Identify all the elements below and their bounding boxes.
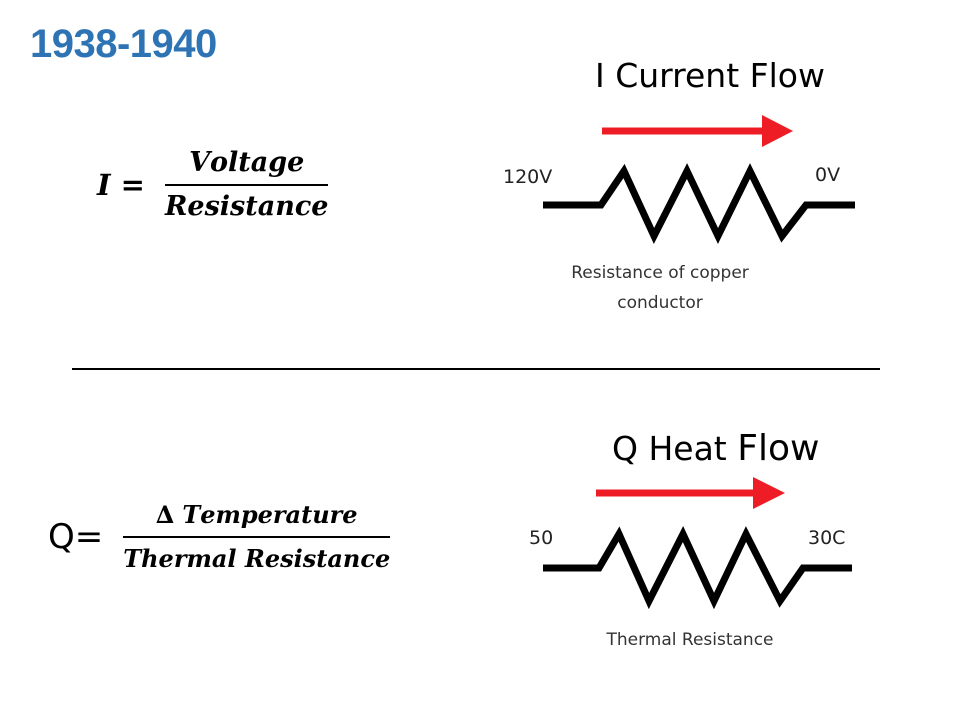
voltage-right-label: 0V [815, 164, 841, 186]
current-flow-arrow [602, 115, 793, 147]
temperature-over-thermal-resistance: ∆ 𝑻𝒆𝒎𝒑𝒆𝒓𝒂𝒕𝒖𝒓𝒆 𝑻𝒉𝒆𝒓𝒎𝒂𝒍 𝑹𝒆𝒔𝒊𝒔𝒕𝒂𝒏𝒄𝒆 [123, 498, 391, 576]
page-title: 1938-1940 [30, 22, 217, 66]
heat-flow-formula: Q= ∆ 𝑻𝒆𝒎𝒑𝒆𝒓𝒂𝒕𝒖𝒓𝒆 𝑻𝒉𝒆𝒓𝒎𝒂𝒍 𝑹𝒆𝒔𝒊𝒔𝒕𝒂𝒏𝒄𝒆 [48, 498, 391, 576]
formula-lhs-current: 𝑰 = [97, 168, 145, 202]
fraction-bar [164, 184, 329, 186]
caption-line-1: Resistance of copper [571, 263, 749, 283]
thermal-resistance-caption: Thermal Resistance [606, 630, 774, 650]
formula-numerator-voltage: 𝑽𝒐𝒍𝒕𝒂𝒈𝒆 [189, 147, 305, 178]
ohms-law-formula: 𝑰 = 𝑽𝒐𝒍𝒕𝒂𝒈𝒆 𝑹𝒆𝒔𝒊𝒔𝒕𝒂𝒏𝒄𝒆 [97, 146, 329, 224]
current-flow-heading: I Current Flow [595, 56, 825, 95]
thermal-resistor [543, 525, 852, 610]
heat-flow-arrow [596, 477, 785, 509]
caption-line-2: conductor [617, 293, 703, 313]
section-divider [72, 368, 880, 370]
fraction-bar-thermal [123, 536, 391, 538]
heat-flow-heading-part1: Q Heat [612, 429, 738, 468]
copper-resistance-caption: Resistance of copper conductor [540, 258, 780, 318]
formula-numerator-temperature: ∆ 𝑻𝒆𝒎𝒑𝒆𝒓𝒂𝒕𝒖𝒓𝒆 [155, 500, 358, 529]
electrical-resistor [543, 163, 855, 245]
voltage-over-resistance: 𝑽𝒐𝒍𝒕𝒂𝒈𝒆 𝑹𝒆𝒔𝒊𝒔𝒕𝒂𝒏𝒄𝒆 [164, 146, 329, 224]
formula-denominator-thermal-resistance: 𝑻𝒉𝒆𝒓𝒎𝒂𝒍 𝑹𝒆𝒔𝒊𝒔𝒕𝒂𝒏𝒄𝒆 [123, 544, 391, 573]
voltage-left-label: 120V [503, 166, 553, 188]
heat-flow-heading: Q Heat Flow [612, 428, 819, 469]
temperature-left-label: 50 [529, 527, 554, 549]
heat-flow-heading-part2: Flow [737, 428, 820, 469]
formula-denominator-resistance: 𝑹𝒆𝒔𝒊𝒔𝒕𝒂𝒏𝒄𝒆 [164, 191, 329, 222]
formula-lhs-heat: Q= [48, 517, 104, 557]
temperature-right-label: 30C [808, 527, 846, 549]
